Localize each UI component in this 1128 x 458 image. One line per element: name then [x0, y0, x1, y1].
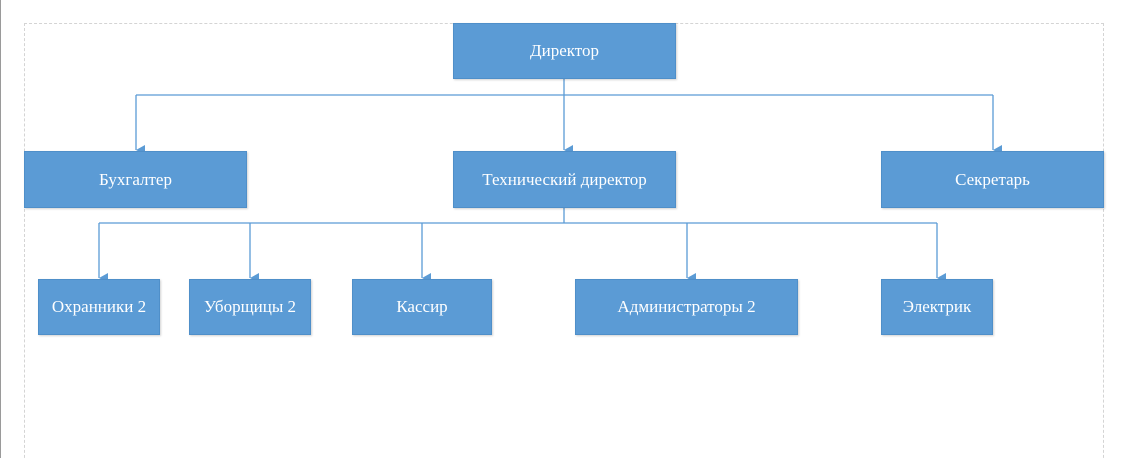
node-administrators[interactable]: Администраторы 2: [575, 279, 798, 335]
node-cleaners[interactable]: Уборщицы 2: [189, 279, 311, 335]
node-electrician[interactable]: Электрик: [881, 279, 993, 335]
node-technical-director[interactable]: Технический директор: [453, 151, 676, 208]
page-left-border: [0, 0, 1, 458]
node-accountant[interactable]: Бухгалтер: [24, 151, 247, 208]
node-cashier[interactable]: Кассир: [352, 279, 492, 335]
node-guards[interactable]: Охранники 2: [38, 279, 160, 335]
node-secretary[interactable]: Секретарь: [881, 151, 1104, 208]
node-director[interactable]: Директор: [453, 23, 676, 79]
